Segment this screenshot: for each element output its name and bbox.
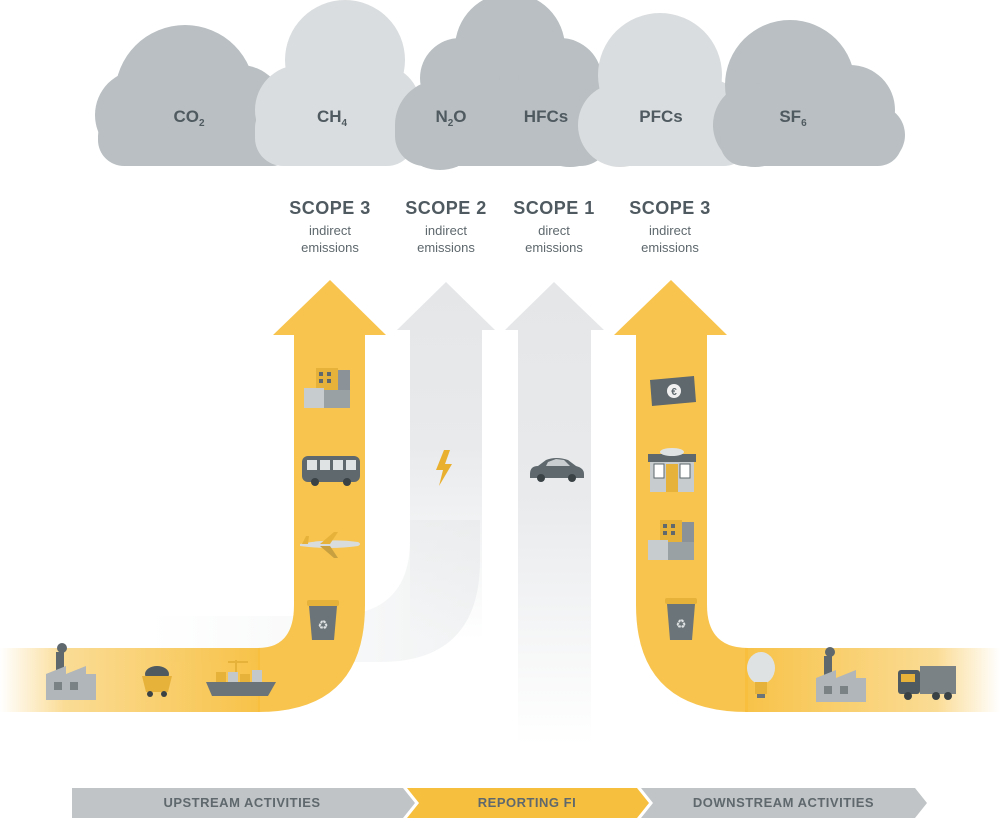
cloud-bank <box>95 0 905 170</box>
svg-text:♻: ♻ <box>318 618 329 632</box>
gas-label-ch4: CH4 <box>316 107 348 129</box>
scope-desc-2: emissions <box>641 240 699 255</box>
scope-title: SCOPE 3 <box>289 198 371 218</box>
shop-icon <box>648 448 696 492</box>
scope-desc-1: indirect <box>309 223 351 238</box>
factory-icon <box>46 643 96 700</box>
scope-title: SCOPE 1 <box>513 198 595 218</box>
euro-banknote-icon: € <box>650 376 696 406</box>
downstream-segment <box>641 788 927 818</box>
cloud-ch4 <box>255 0 420 166</box>
scope-desc-1: indirect <box>649 223 691 238</box>
downstream-arrow <box>614 280 748 712</box>
recycling-bin-icon: ♻ <box>307 600 339 640</box>
cloud-pfcs <box>578 13 750 167</box>
bus-icon <box>302 456 360 486</box>
lightning-icon <box>436 450 452 486</box>
gas-label-sf6: SF6 <box>779 107 807 129</box>
activity-bar <box>72 788 927 818</box>
svg-text:♻: ♻ <box>676 617 687 631</box>
downstream-activities-label: DOWNSTREAM ACTIVITIES <box>692 795 875 810</box>
reporting-fi-label: REPORTING FI <box>477 795 577 810</box>
upstream-arrow <box>258 280 386 712</box>
scope-desc-1: direct <box>538 223 570 238</box>
scope-title: SCOPE 3 <box>629 198 711 218</box>
scope-label-upstream: SCOPE 3 indirect emissions <box>265 198 395 256</box>
gas-label-n2o: N2O <box>435 107 467 129</box>
scope1-arrow <box>505 282 604 745</box>
gas-label-co2: CO2 <box>173 107 205 129</box>
scope-title: SCOPE 2 <box>405 198 487 218</box>
car-icon <box>530 458 584 482</box>
truck-icon <box>898 666 956 700</box>
cargo-ship-icon <box>206 660 276 696</box>
scope-label-downstream: SCOPE 3 indirect emissions <box>605 198 735 256</box>
factory-icon <box>816 647 866 702</box>
airplane-icon <box>300 532 360 558</box>
scope-label-scope2: SCOPE 2 indirect emissions <box>381 198 511 256</box>
cloud-co2 <box>95 25 298 166</box>
reporting-segment <box>407 788 649 818</box>
gas-label-hfcs: HFCs <box>523 107 569 126</box>
svg-text:€: € <box>671 387 677 398</box>
scope2-curve-shadow <box>150 520 480 662</box>
scope-desc-2: emissions <box>525 240 583 255</box>
recycling-bin-icon: ♻ <box>665 598 697 640</box>
coal-cart-icon <box>142 666 172 697</box>
office-building-icon <box>648 520 694 560</box>
scope-desc-2: emissions <box>417 240 475 255</box>
scope-label-scope1: SCOPE 1 direct emissions <box>489 198 619 256</box>
downstream-base-band <box>745 648 1000 712</box>
gas-label-pfcs: PFCs <box>639 107 683 126</box>
scope-desc-2: emissions <box>301 240 359 255</box>
upstream-activities-label: UPSTREAM ACTIVITIES <box>163 795 321 810</box>
office-building-icon <box>304 368 350 408</box>
light-bulb-icon <box>747 652 775 698</box>
cloud-n2o-hfcs <box>395 0 612 170</box>
cloud-sf6 <box>713 20 905 167</box>
scope-desc-1: indirect <box>425 223 467 238</box>
upstream-segment <box>72 788 415 818</box>
